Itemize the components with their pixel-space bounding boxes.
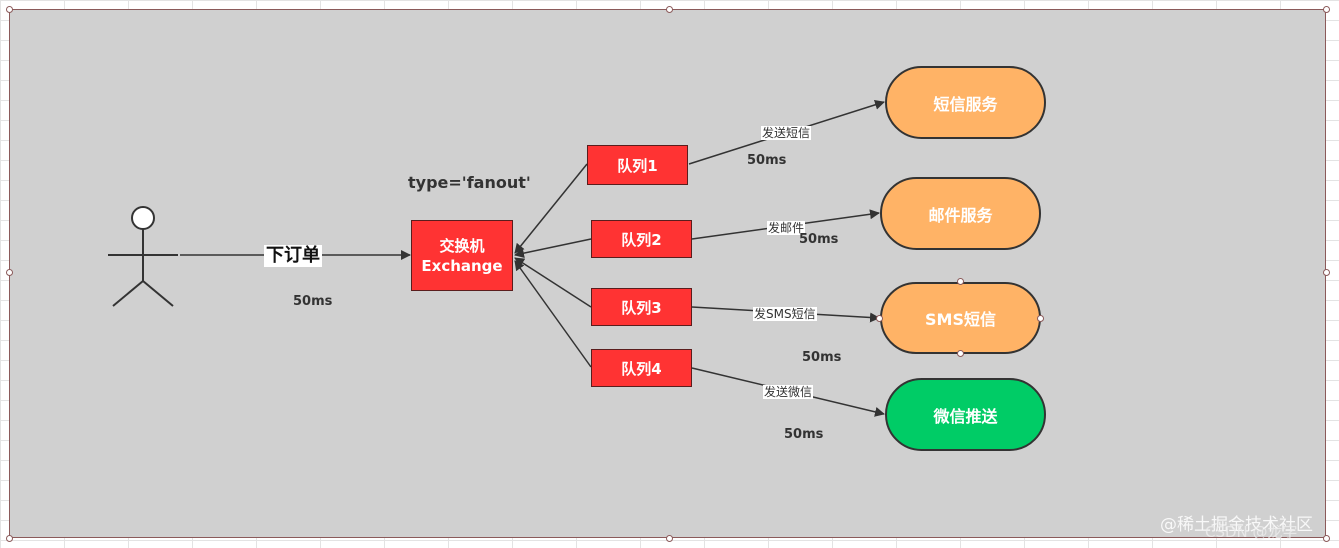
- node-handle-right[interactable]: [1037, 315, 1044, 322]
- diagram-canvas[interactable]: [9, 9, 1326, 538]
- edge-label-send-wechat: 发送微信: [763, 385, 814, 399]
- resize-handle-middle-left[interactable]: [6, 269, 13, 276]
- place-order-label: 下订单: [264, 245, 322, 267]
- queue-node-3[interactable]: 队列3: [591, 288, 692, 326]
- exchange-label-en: Exchange: [421, 256, 503, 275]
- queue-node-4[interactable]: 队列4: [591, 349, 692, 387]
- edge-latency-2: 50ms: [799, 232, 839, 247]
- resize-handle-middle-right[interactable]: [1323, 269, 1330, 276]
- actor-stick-figure: [108, 206, 178, 307]
- exchange-label-cn: 交换机: [439, 236, 485, 255]
- edge-queue4-exchange: [514, 260, 592, 368]
- resize-handle-bottom-right[interactable]: [1323, 535, 1330, 542]
- exchange-node[interactable]: 交换机 Exchange: [411, 220, 513, 291]
- exchange-type-label: type='fanout': [408, 173, 531, 192]
- service-node-wechat-push[interactable]: 微信推送: [885, 378, 1046, 451]
- edge-latency-3: 50ms: [802, 350, 842, 365]
- edge-latency-4: 50ms: [784, 427, 824, 442]
- edge-queue2-exchange: [514, 238, 592, 259]
- node-handle-bottom[interactable]: [957, 350, 964, 357]
- service-node-email[interactable]: 邮件服务: [880, 177, 1041, 250]
- watermark-csdn: CSDN @龙字: [1205, 523, 1298, 541]
- edge-queue3-exchange: [514, 257, 592, 308]
- node-handle-left[interactable]: [876, 315, 883, 322]
- edge-label-send-email: 发邮件: [767, 221, 806, 235]
- edge-latency-1: 50ms: [747, 153, 787, 168]
- edge-label-send-sms-message: 发SMS短信: [753, 307, 817, 321]
- queue-node-2[interactable]: 队列2: [591, 220, 692, 258]
- resize-handle-top-center[interactable]: [666, 6, 673, 13]
- resize-handle-top-left[interactable]: [6, 6, 13, 13]
- queue-node-1[interactable]: 队列1: [587, 145, 688, 185]
- watermark-juejin: @稀土掘金技术社区: [1160, 515, 1313, 535]
- node-handle-top[interactable]: [957, 278, 964, 285]
- resize-handle-top-right[interactable]: [1323, 6, 1330, 13]
- service-node-sms-message[interactable]: SMS短信: [880, 282, 1041, 354]
- edge-queue1-exchange: [514, 163, 588, 254]
- edge-label-send-sms: 发送短信: [761, 126, 812, 140]
- service-node-sms[interactable]: 短信服务: [885, 66, 1046, 139]
- actor-latency-label: 50ms: [293, 294, 333, 309]
- resize-handle-bottom-center[interactable]: [666, 535, 673, 542]
- resize-handle-bottom-left[interactable]: [6, 535, 13, 542]
